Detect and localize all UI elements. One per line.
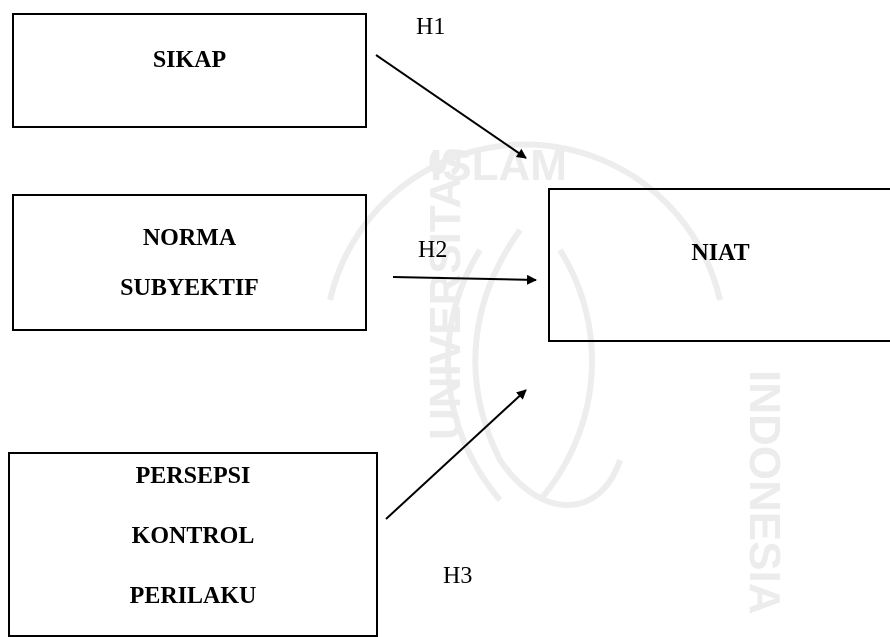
hypothesis-label-h1: H1 bbox=[416, 14, 446, 40]
node-niat: NIAT bbox=[548, 188, 890, 342]
node-norma-label-line-1: NORMA bbox=[142, 224, 237, 251]
node-persepsi-label-line-2: KONTROL bbox=[131, 523, 255, 549]
node-persepsi-label-line-1: PERSEPSI bbox=[135, 463, 251, 489]
hypothesis-label-h3: H3 bbox=[443, 563, 473, 589]
node-norma-label-line-2: SUBYEKTIF bbox=[120, 274, 259, 301]
node-sikap: SIKAP bbox=[12, 13, 367, 128]
node-norma-subyektif: NORMA SUBYEKTIF bbox=[12, 194, 367, 331]
hypothesis-label-h2: H2 bbox=[418, 237, 448, 263]
node-sikap-label: SIKAP bbox=[152, 46, 227, 73]
arrow-h2 bbox=[392, 274, 537, 285]
node-persepsi-label-line-3: PERILAKU bbox=[129, 583, 257, 609]
node-niat-label: NIAT bbox=[691, 240, 750, 266]
arrow-h1 bbox=[375, 54, 527, 159]
arrow-h3 bbox=[385, 389, 527, 520]
